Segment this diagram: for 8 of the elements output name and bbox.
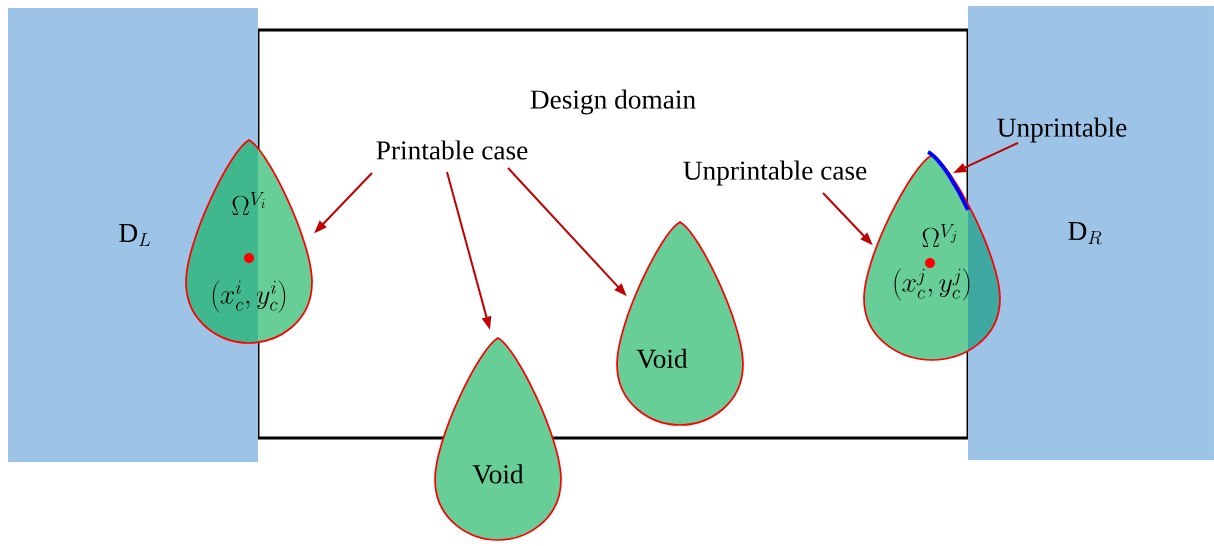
shape-label: $\Omega^{V_j}$ — [922, 223, 957, 248]
callout-text: Unprintable — [997, 117, 1127, 143]
shape-label: Void — [636, 348, 688, 369]
boundary-curve — [926, 150, 970, 211]
shape-label: Void — [472, 464, 524, 484]
shape-label: $\left(x_c^j, y_c^j\right)$ — [894, 268, 970, 301]
callout-text: Unprintable case — [683, 160, 867, 186]
callout-text: Printable case — [376, 140, 528, 160]
